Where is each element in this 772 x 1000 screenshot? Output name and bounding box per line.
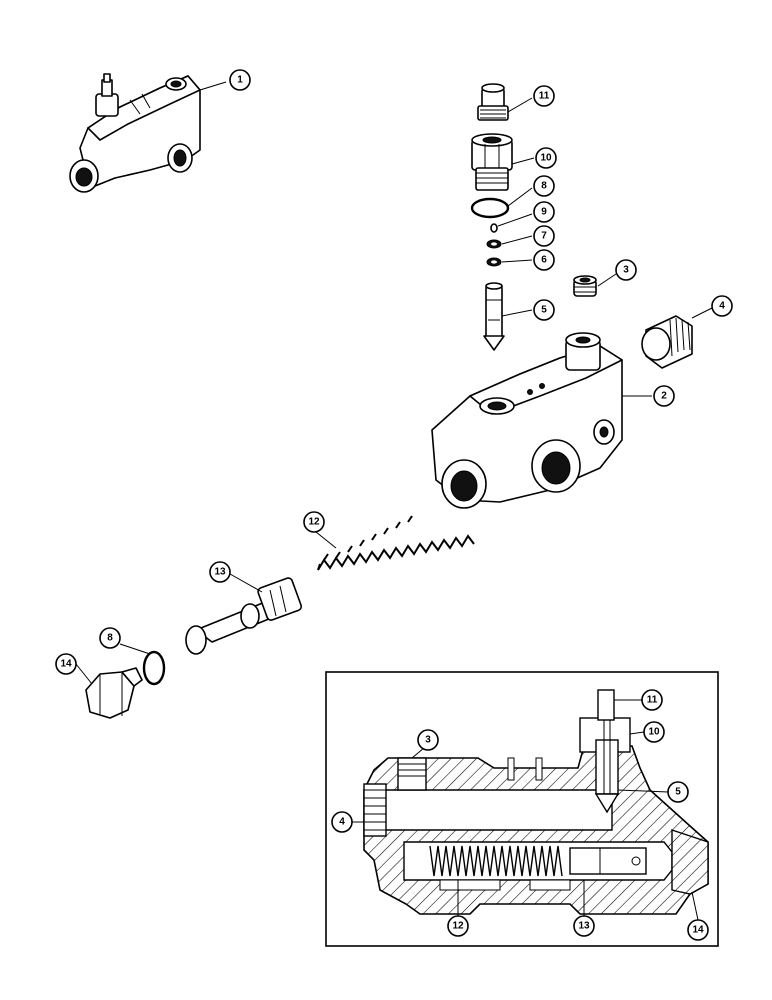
callout-4: 4	[711, 295, 733, 317]
callout-11: 11	[533, 85, 555, 107]
spool-illustration	[185, 577, 303, 655]
cap-part-illustration	[477, 83, 509, 121]
large-plug-illustration	[641, 315, 693, 369]
svg-text:13: 13	[578, 921, 590, 932]
callout-1: 1	[229, 69, 251, 91]
section-leader-lines	[352, 699, 699, 921]
svg-text:5: 5	[675, 787, 681, 798]
callout-7: 7	[533, 225, 555, 247]
svg-text:10: 10	[540, 153, 552, 164]
svg-text:4: 4	[339, 817, 345, 828]
callout-10: 10	[535, 147, 557, 169]
callout-14: 14	[55, 653, 77, 675]
svg-text:11: 11	[539, 91, 550, 102]
svg-text:13: 13	[214, 567, 226, 578]
section-callout-14: 14	[687, 919, 709, 941]
svg-text:14: 14	[60, 659, 72, 670]
washer-illustrations	[486, 239, 502, 267]
svg-text:3: 3	[623, 265, 629, 276]
small-plug-illustration	[573, 275, 597, 297]
adapter-part-illustration	[471, 133, 513, 191]
svg-text:1: 1	[237, 75, 243, 86]
svg-text:12: 12	[452, 921, 464, 932]
o-ring-lower-illustration	[142, 650, 166, 686]
callout-5: 5	[533, 299, 555, 321]
svg-text:4: 4	[719, 301, 725, 312]
section-callout-12: 12	[447, 915, 469, 937]
callout-12: 12	[303, 511, 325, 533]
svg-text:11: 11	[647, 695, 658, 706]
svg-text:6: 6	[541, 255, 547, 266]
section-callout-5: 5	[667, 781, 689, 803]
svg-text:9: 9	[541, 207, 547, 218]
leader-lines	[75, 81, 713, 685]
svg-text:12: 12	[308, 517, 320, 528]
poppet-illustration	[483, 282, 505, 351]
callout-6: 6	[533, 249, 555, 271]
spring-illustration	[317, 515, 475, 571]
callout-13: 13	[209, 561, 231, 583]
ball-illustration	[490, 223, 498, 233]
hex-plug-illustration	[85, 667, 143, 719]
svg-text:3: 3	[425, 735, 431, 746]
svg-text:14: 14	[692, 925, 704, 936]
svg-text:7: 7	[541, 231, 547, 242]
callout-8-lower: 8	[99, 627, 121, 649]
svg-text:8: 8	[541, 181, 547, 192]
callout-3: 3	[615, 259, 637, 281]
o-ring-illustration	[470, 197, 510, 219]
valve-assembly-illustration	[69, 73, 201, 193]
svg-text:5: 5	[541, 305, 547, 316]
svg-text:2: 2	[661, 391, 667, 402]
valve-body-illustration	[431, 332, 623, 509]
section-callout-3: 3	[417, 729, 439, 751]
section-callout-13: 13	[573, 915, 595, 937]
section-callout-4: 4	[331, 811, 353, 833]
section-callout-10: 10	[643, 721, 665, 743]
svg-text:8: 8	[107, 633, 113, 644]
callout-2: 2	[653, 385, 675, 407]
section-callout-11: 11	[641, 689, 663, 711]
callout-9: 9	[533, 201, 555, 223]
sectional-view-inset	[325, 671, 719, 947]
callout-8: 8	[533, 175, 555, 197]
svg-text:10: 10	[648, 727, 660, 738]
